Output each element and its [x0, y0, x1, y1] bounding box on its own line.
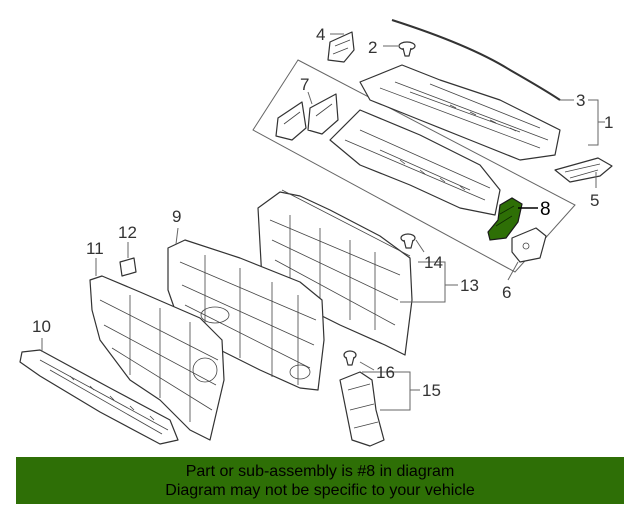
callout-3: 3: [576, 91, 585, 110]
part-11-dash-insulator-front: [89, 275, 225, 441]
part-2-clip: [398, 41, 416, 57]
callout-12: 12: [118, 223, 137, 242]
info-banner: Part or sub-assembly is #8 in diagram Di…: [16, 457, 624, 504]
part-13-dash-insulator: [257, 189, 413, 356]
callout-11: 11: [86, 239, 104, 258]
part-15-duct: [339, 371, 385, 447]
part-6-lower-cowl-panel: [329, 109, 501, 216]
part-3-weatherstrip: [391, 19, 561, 101]
callout-8: 8: [540, 199, 551, 220]
banner-line-part: Part or sub-assembly is #8 in diagram: [185, 462, 455, 480]
callout-10: 10: [32, 317, 51, 336]
part-10-reinforcement: [19, 349, 179, 445]
part-8-shape: [487, 197, 523, 241]
callout-13: 13: [460, 276, 479, 295]
part-8-highlighted: [487, 197, 523, 241]
leader-9: [175, 227, 179, 245]
part-12-clip: [119, 257, 137, 277]
callout-6: 6: [502, 283, 511, 302]
leader-15: [362, 371, 420, 411]
part-7-cowl-brackets: [275, 93, 339, 141]
part-5-side-bracket: [554, 157, 613, 183]
part-1-cowl-top-panel: [359, 64, 561, 161]
banner-line-disclaimer: Diagram may not be specific to your vehi…: [165, 481, 475, 499]
leader-13: [400, 261, 458, 303]
callout-9: 9: [172, 207, 181, 226]
callout-4: 4: [316, 25, 325, 44]
callout-15: 15: [422, 381, 441, 400]
part-9-dash-panel: [167, 239, 325, 391]
part-16-clip: [343, 350, 357, 366]
callout-2: 2: [368, 38, 377, 57]
leader-7: [307, 91, 313, 105]
part-14-clip: [400, 233, 416, 249]
leader-14: [415, 239, 425, 253]
callout-14: 14: [424, 253, 443, 272]
leader-1: [588, 99, 605, 146]
leader-6: [507, 261, 519, 281]
callout-16: 16: [376, 363, 395, 382]
part-6-right-bracket: [511, 227, 547, 263]
callout-1: 1: [604, 113, 613, 132]
part-4-bracket: [327, 31, 355, 63]
callout-7: 7: [300, 75, 309, 94]
callout-5: 5: [590, 191, 599, 210]
cowl-group-frame: [252, 59, 576, 273]
leader-16: [359, 361, 375, 371]
